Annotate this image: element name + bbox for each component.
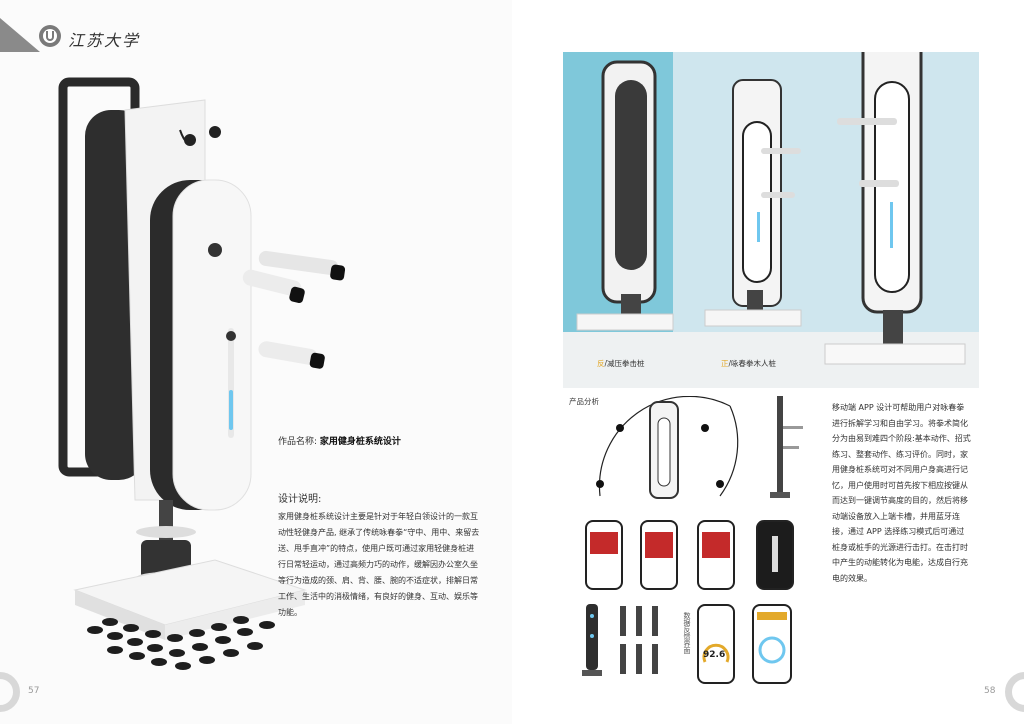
caption-front-view: 正/咏春拳木人桩 (721, 359, 777, 368)
app-screen-3 (697, 520, 735, 590)
page-ring-decoration-left (0, 672, 20, 712)
page-ring-decoration-right (1005, 672, 1024, 712)
design-heading: 设计说明: (278, 494, 322, 505)
product-analysis-label: 产品分析 (569, 397, 599, 406)
product-views-banner: 反/减压拳击桩 正/咏春拳木人桩 (563, 52, 979, 388)
product-render-main (58, 77, 346, 670)
page-number-left: 57 (28, 686, 40, 696)
caption-back-prefix: 反 (597, 359, 605, 368)
caption-back-text: 减压拳击桩 (607, 359, 645, 368)
app-screen-2 (640, 520, 678, 590)
university-name: 江苏大学 (68, 31, 141, 50)
work-name-title: 家用健身桩系统设计 (319, 437, 401, 447)
work-name-line: 作品名称: 家用健身桩系统设计 (278, 434, 401, 447)
app-screen-4 (756, 520, 794, 590)
data-feedback-label: 数据反馈界面 (683, 612, 691, 654)
app-screen-4-content (772, 536, 778, 572)
feedback-score: 92.6 (703, 650, 726, 660)
app-screen-1 (585, 520, 623, 590)
app-screen-1-content (590, 532, 618, 554)
product-analysis-diagram (596, 396, 803, 499)
work-name-label: 作品名称: (278, 437, 318, 447)
app-description: 移动端 APP 设计可帮助用户对咏春拳进行拆解学习和自由学习。将拳术简化分为由易… (832, 403, 971, 583)
page-number-right: 58 (984, 686, 996, 696)
caption-front-text: 咏春拳木人桩 (731, 359, 777, 368)
result-gauge (758, 636, 786, 664)
app-screen-3-content (702, 532, 730, 558)
design-description: 家用健身桩系统设计主要是针对于年轻白领设计的一款互动性轻健身产品, 继承了传统咏… (278, 512, 480, 617)
app-screen-2-content (645, 532, 673, 558)
feedback-gauge (702, 643, 730, 663)
caption-back-view: 反/减压拳击桩 (597, 359, 645, 368)
page-tab-decoration (0, 18, 40, 52)
usage-sequence-illustration (582, 604, 658, 676)
app-result-screen-bar (757, 612, 787, 620)
university-logo-icon (39, 25, 61, 47)
product-views-render (563, 52, 979, 388)
app-feedback-screen: 92.6 (697, 604, 735, 684)
caption-front-prefix: 正 (721, 359, 729, 368)
app-result-screen (752, 604, 792, 684)
